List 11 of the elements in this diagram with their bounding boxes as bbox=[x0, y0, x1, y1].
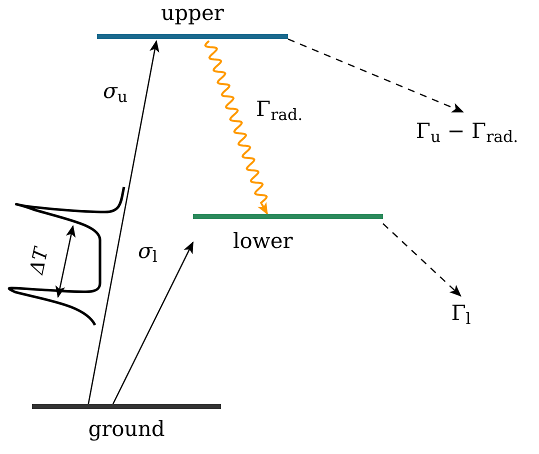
arrow bbox=[88, 40, 160, 404]
arrow bbox=[288, 38, 464, 113]
wavy-arrow bbox=[204, 40, 268, 215]
level-name: ground bbox=[88, 416, 165, 442]
width-label: ΔT bbox=[26, 246, 53, 276]
arrow bbox=[112, 241, 194, 404]
level-name: upper bbox=[161, 0, 224, 26]
decay-rate-label: Γ$_{u}$ − Γ$_{rad.}$ bbox=[416, 118, 518, 144]
arrow bbox=[382, 223, 462, 297]
level-name: lower bbox=[233, 228, 293, 254]
decay-rate-label: Γ$_{l}$ bbox=[451, 300, 471, 326]
